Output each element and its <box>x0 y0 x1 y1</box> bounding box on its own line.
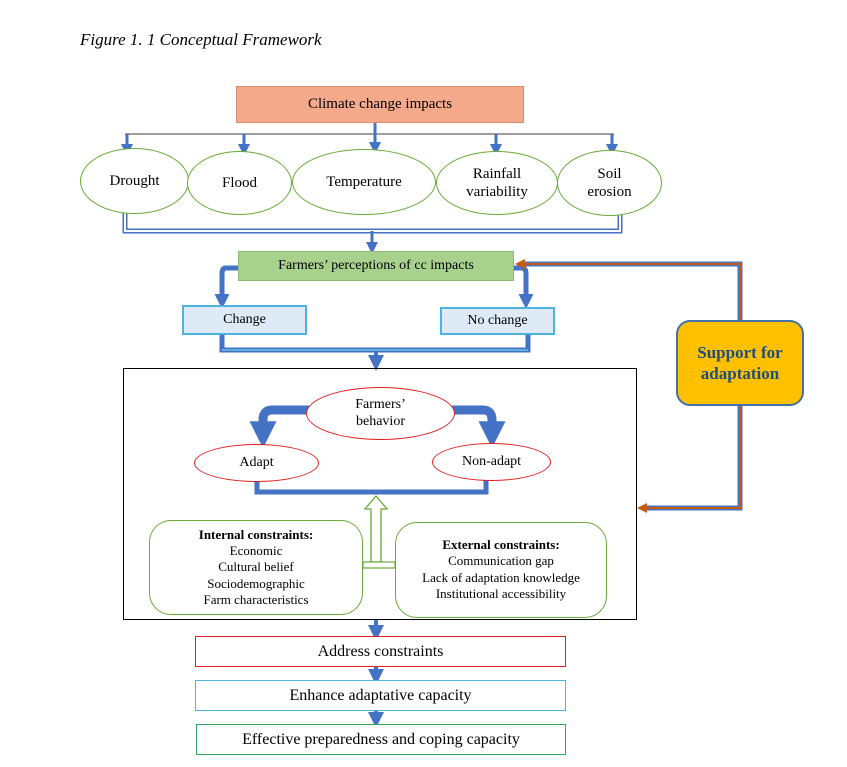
behavior-frame <box>123 368 637 620</box>
impact-temperature: Temperature <box>292 149 436 215</box>
internal-constraint-item: Cultural belief <box>218 559 294 575</box>
external-constraint-item: Communication gap <box>448 553 554 569</box>
external-constraints-box: External constraints: Communication gap … <box>395 522 607 618</box>
impact-rainfall-variability: Rainfall variability <box>436 151 558 215</box>
behavior-split-arrows <box>249 405 506 449</box>
support-for-adaptation-box: Support for adaptation <box>676 320 804 406</box>
external-constraints-title: External constraints: <box>442 537 560 552</box>
support-feedback-lines <box>515 259 743 513</box>
farmers-behavior-ellipse: Farmers’ behavior <box>306 387 455 440</box>
internal-constraint-item: Economic <box>229 543 283 559</box>
no-change-box: No change <box>440 307 555 335</box>
enhance-capacity-box: Enhance adaptative capacity <box>195 680 566 711</box>
internal-constraints-box: Internal constraints: Economic Cultural … <box>149 520 363 615</box>
external-constraint-item: Lack of adaptation knowledge <box>422 569 580 585</box>
effective-preparedness-box: Effective preparedness and coping capaci… <box>196 724 566 755</box>
non-adapt-ellipse: Non-adapt <box>432 443 551 481</box>
internal-constraint-item: Sociodemographic <box>207 575 305 591</box>
impacts-distribution-arrows <box>121 122 618 156</box>
figure-caption: Figure 1. 1 Conceptual Framework <box>80 30 322 49</box>
impact-flood: Flood <box>187 151 292 215</box>
impact-soil-erosion: Soil erosion <box>557 150 662 216</box>
change-box: Change <box>182 305 307 335</box>
adapt-ellipse: Adapt <box>194 444 319 482</box>
farmers-perceptions-box: Farmers’ perceptions of cc impacts <box>238 251 514 281</box>
internal-constraints-title: Internal constraints: <box>198 526 314 542</box>
address-constraints-box: Address constraints <box>195 636 566 667</box>
internal-constraint-item: Farm characteristics <box>203 591 309 607</box>
climate-impacts-box: Climate change impacts <box>236 86 524 123</box>
adapt-merge-connector <box>254 478 489 495</box>
change-merge-connector <box>219 334 531 371</box>
impacts-merge-connector <box>122 212 623 254</box>
impact-drought: Drought <box>80 148 189 214</box>
external-constraint-item: Institutional accessibility <box>435 585 567 601</box>
